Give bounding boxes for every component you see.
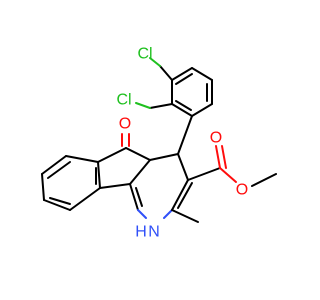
bond <box>171 103 193 117</box>
atom-o-ketone: O <box>119 116 131 133</box>
bond-n <box>137 209 147 219</box>
bond-inner <box>175 100 192 111</box>
bond <box>149 153 179 161</box>
atom-cl-left: Cl <box>116 92 131 109</box>
chlorine-substituents: Cl Cl <box>116 46 161 109</box>
bond <box>177 153 189 181</box>
bond <box>99 183 131 189</box>
bond <box>191 103 213 117</box>
indenone-ring: O <box>97 116 151 189</box>
bond <box>129 159 151 185</box>
bond-inner <box>177 182 193 209</box>
bond <box>65 155 99 163</box>
atom-o-ether: O <box>236 182 248 199</box>
bond-cl <box>135 102 151 109</box>
bond-inner <box>49 197 71 205</box>
bond <box>69 187 101 211</box>
atom-n: N <box>148 224 160 241</box>
bond <box>129 183 139 211</box>
bond-aryl-c4 <box>177 115 193 155</box>
bond-o <box>215 145 221 169</box>
bond <box>43 199 71 211</box>
bond-inner <box>135 187 143 207</box>
atom-h: H <box>135 224 147 241</box>
dihydropyridine-ring <box>129 153 193 219</box>
bond <box>125 147 151 161</box>
bond-o <box>221 145 227 169</box>
bond <box>171 179 189 211</box>
bond-n <box>163 209 173 219</box>
bond <box>171 67 193 81</box>
bond-o <box>219 167 237 183</box>
bond <box>191 67 213 81</box>
bond-methyl <box>171 209 199 223</box>
bond <box>41 155 67 175</box>
atom-cl-top: Cl <box>137 46 152 63</box>
molecule-structure: Cl Cl H N O O O <box>41 46 277 241</box>
bond-methoxy <box>251 173 277 187</box>
bond-inner <box>175 73 193 85</box>
bond <box>97 147 127 163</box>
bond <box>97 161 101 189</box>
bond <box>41 173 45 201</box>
bond-inner <box>47 161 71 179</box>
bond <box>187 167 221 181</box>
benzo-ring <box>41 155 101 211</box>
dichlorophenyl-ring <box>149 65 213 117</box>
bond <box>159 65 173 81</box>
bond-cl <box>149 57 161 67</box>
methyl-ester: O O <box>187 130 277 199</box>
bond <box>149 103 173 109</box>
atom-o-carbonyl: O <box>210 130 222 147</box>
nh-group: H N <box>135 224 160 241</box>
